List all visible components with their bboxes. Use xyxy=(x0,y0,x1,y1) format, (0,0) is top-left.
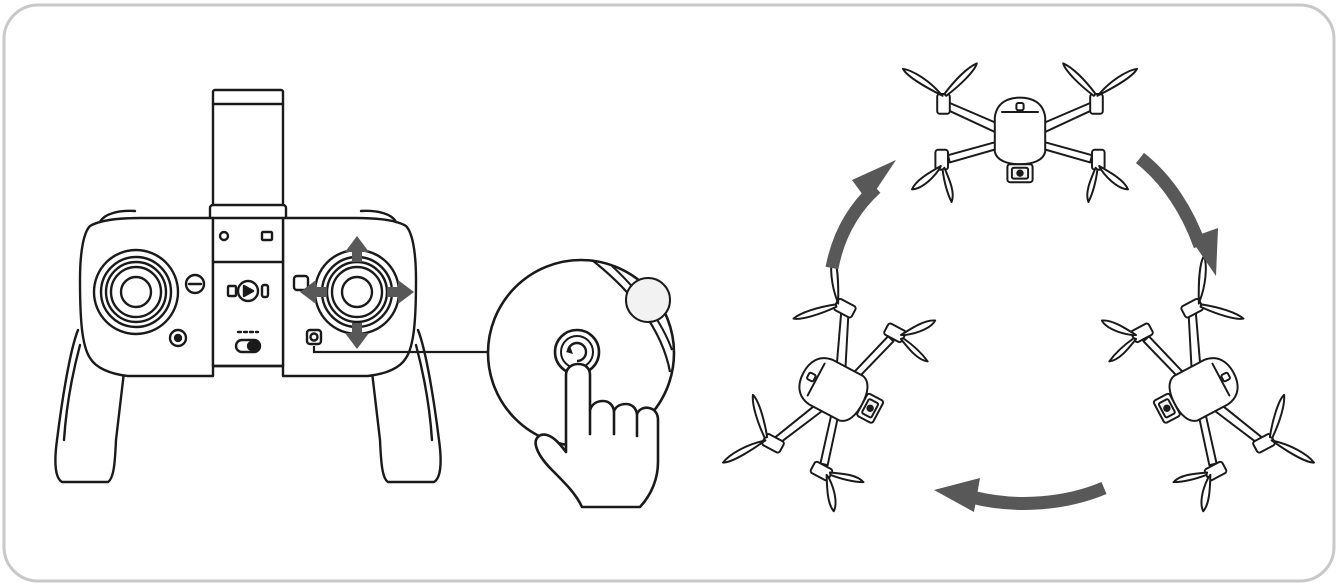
battery-icon xyxy=(262,232,272,240)
right-joystick xyxy=(315,250,399,334)
phone-holder xyxy=(210,90,286,225)
power-icon xyxy=(220,232,228,240)
left-joystick xyxy=(94,250,178,334)
